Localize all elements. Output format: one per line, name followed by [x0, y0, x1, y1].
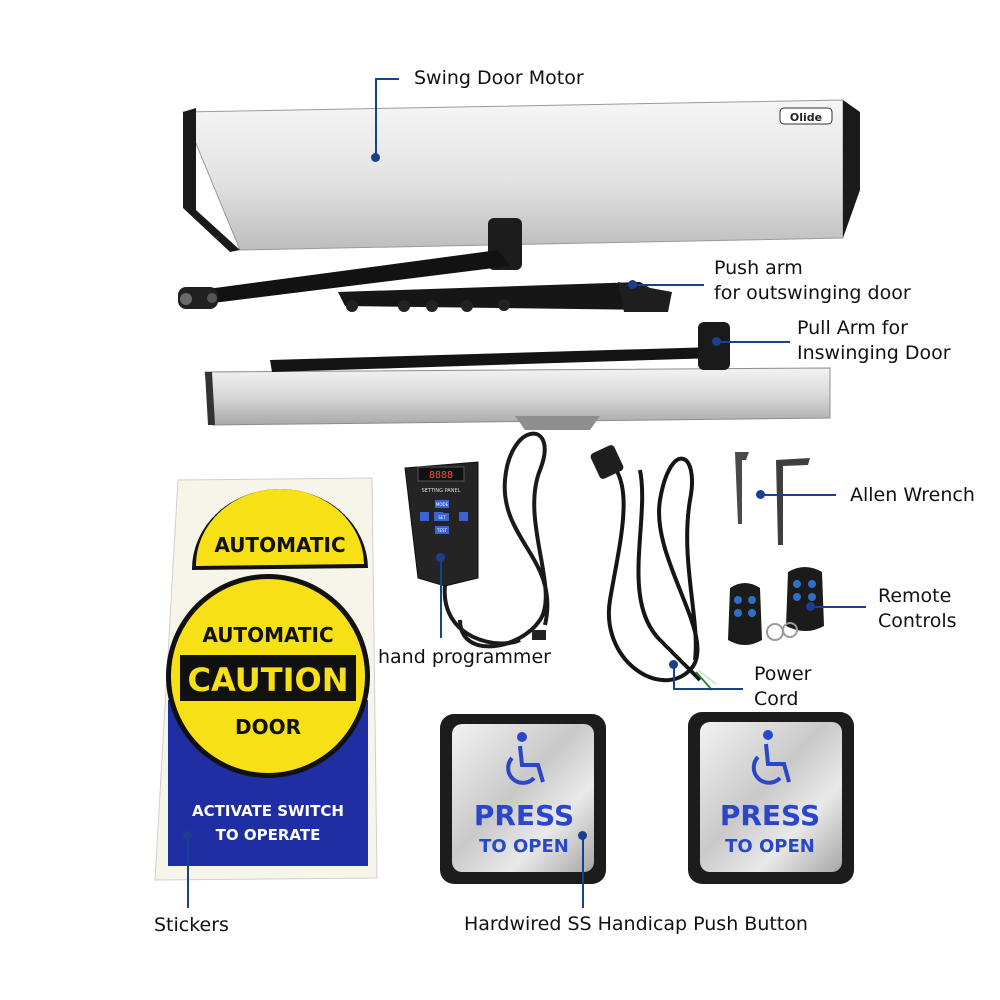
- callout-dot-remote: [806, 602, 815, 611]
- callout-line-power-h: [673, 688, 743, 690]
- callout-dot-push-arm: [628, 280, 637, 289]
- callout-dot-power: [669, 660, 678, 669]
- label-push-arm: Push arm for outswinging door: [714, 256, 911, 306]
- callout-line-remote: [810, 606, 866, 608]
- push-button-right-line1: PRESS: [720, 799, 820, 832]
- label-power-cord: Power Cord: [754, 662, 811, 712]
- callout-line-push-arm: [632, 284, 704, 286]
- sticker-top-text: AUTOMATIC: [214, 533, 345, 557]
- programmer-key-mode: MODE: [436, 502, 449, 507]
- callout-dot-allen: [756, 490, 765, 499]
- hand-programmer: 8888 SETTING PANEL MODE SET TEST: [404, 431, 550, 649]
- label-remote-line2: Controls: [878, 610, 957, 632]
- wheelchair-icon: [751, 730, 791, 785]
- sticker-main-line2: CAUTION: [188, 661, 349, 699]
- push-button-right-line2: TO OPEN: [725, 836, 815, 857]
- label-push-arm-line1: Push arm: [714, 257, 803, 279]
- callout-line-motor-h: [375, 78, 399, 80]
- swing-door-motor: Olide: [182, 99, 860, 252]
- programmer-display: 8888: [429, 470, 453, 481]
- push-button-left-line2: TO OPEN: [479, 836, 569, 857]
- allen-wrenches: [735, 452, 810, 545]
- sticker-main-line1: AUTOMATIC: [202, 623, 333, 647]
- push-arm: [178, 218, 672, 312]
- label-remote-line1: Remote: [878, 585, 952, 607]
- callout-dot-pull-arm: [712, 337, 721, 346]
- label-swing-door-motor: Swing Door Motor: [414, 66, 584, 91]
- callout-dot-stickers: [183, 831, 192, 840]
- label-stickers: Stickers: [154, 913, 229, 938]
- sticker-main-line3: DOOR: [235, 715, 301, 739]
- callout-line-programmer: [440, 558, 442, 638]
- programmer-key-test: TEST: [436, 528, 448, 533]
- callout-line-power-v: [673, 664, 675, 690]
- label-swing-door-motor-text: Swing Door Motor: [414, 67, 584, 89]
- programmer-key-set: SET: [438, 515, 446, 520]
- push-button-left-line1: PRESS: [474, 799, 574, 832]
- label-pull-arm: Pull Arm for Inswinging Door: [797, 316, 951, 366]
- sticker-bottom-line2: TO OPERATE: [216, 826, 321, 844]
- label-pull-arm-line2: Inswinging Door: [797, 342, 951, 364]
- label-push-arm-line2: for outswinging door: [714, 282, 911, 304]
- callout-line-allen: [760, 494, 836, 496]
- programmer-panel-title: SETTING PANEL: [422, 488, 461, 494]
- callout-dot-programmer: [436, 553, 445, 562]
- sticker-bottom-line1: ACTIVATE SWITCH: [192, 802, 344, 820]
- label-pull-arm-line1: Pull Arm for: [797, 317, 908, 339]
- sticker-sheet: AUTOMATIC AUTOMATIC CAUTION DOOR ACTIVAT…: [154, 477, 378, 881]
- label-push-button: Hardwired SS Handicap Push Button: [464, 912, 808, 937]
- callout-line-motor-v: [375, 78, 377, 158]
- power-cord: [590, 445, 717, 691]
- callout-line-push-button: [582, 836, 584, 908]
- pull-arm: [204, 322, 831, 430]
- label-remote-controls: Remote Controls: [878, 584, 957, 634]
- callout-line-stickers: [187, 836, 189, 908]
- callout-dot-motor: [371, 153, 380, 162]
- label-hand-programmer: hand programmer: [378, 645, 551, 670]
- label-power-line1: Power: [754, 663, 812, 685]
- remote-controls: [728, 567, 824, 645]
- label-allen-wrench-text: Allen Wrench: [850, 484, 975, 506]
- label-power-line2: Cord: [754, 688, 799, 710]
- wheelchair-icon: [506, 732, 545, 785]
- push-button-left: PRESS TO OPEN: [440, 714, 606, 884]
- callout-line-pull-arm: [716, 341, 790, 343]
- label-push-button-text: Hardwired SS Handicap Push Button: [464, 913, 808, 935]
- label-stickers-text: Stickers: [154, 914, 229, 936]
- push-button-right: PRESS TO OPEN: [688, 712, 854, 884]
- label-allen-wrench: Allen Wrench: [850, 483, 975, 508]
- callout-dot-push-button: [578, 831, 587, 840]
- brand-logo: Olide: [790, 111, 822, 124]
- label-hand-programmer-text: hand programmer: [378, 646, 551, 668]
